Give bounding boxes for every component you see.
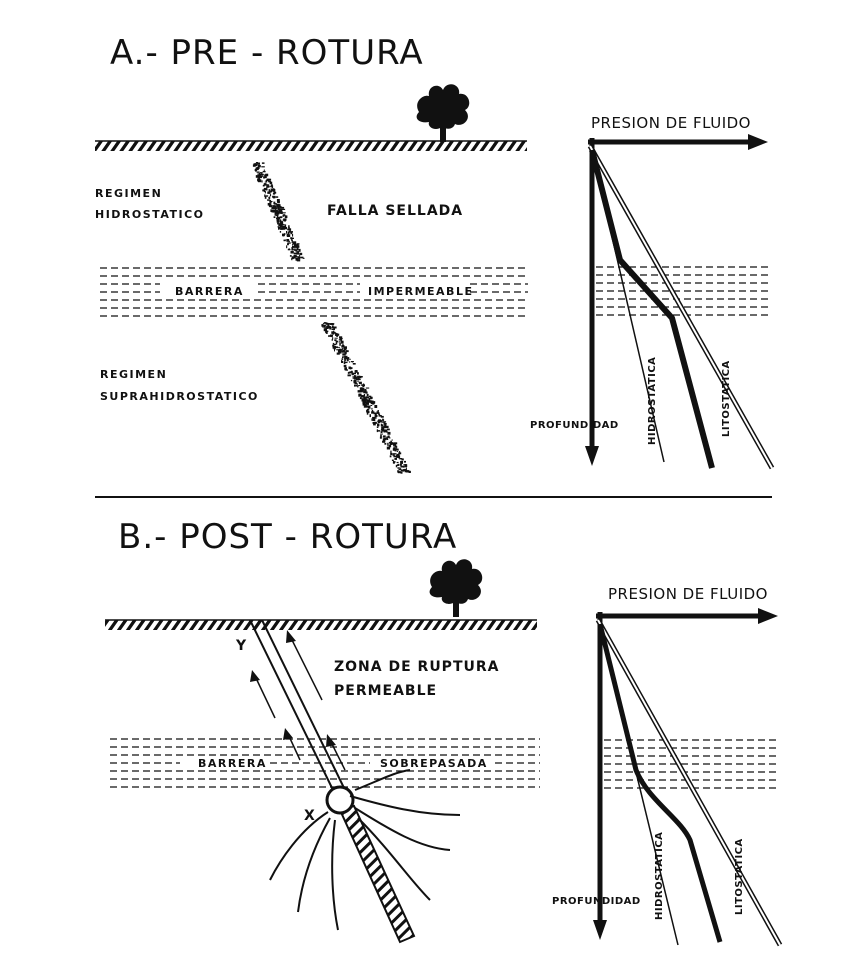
rupture-point-x [325,785,355,815]
barrier-right-label-b: SOBREPASADA [380,757,488,770]
fault-label: FALLA SELLADA [327,203,463,219]
graph-a-x-label: PRESION DE FLUIDO [591,114,751,132]
ground-surface-a [95,141,527,151]
panel-b-title: B.- POST - ROTURA [118,517,457,557]
panel-a-title: A.- PRE - ROTURA [110,33,424,73]
graph-a-fluid-pressure-curve [589,149,715,469]
flow-lines [269,769,461,931]
graph-a-y-arrow-icon [585,446,599,466]
graph-a-x-arrow-icon [748,134,768,150]
graph-b-y-label: PROFUNDIDAD [552,896,641,907]
barrier-left-label-b: BARRERA [198,757,267,770]
point-x-label: X [304,808,316,824]
graph-b-x-label: PRESION DE FLUIDO [608,585,768,603]
graph-b-x-arrow-icon [758,608,778,624]
flow-arrows [250,630,346,771]
ground-surface-b [105,620,537,630]
graph-b-hydro-label: HIDROSTATICA [654,832,665,920]
zone-label-line1: ZONA DE RUPTURA [334,659,499,675]
graph-a-hydro-label: HIDROSTATICA [647,357,658,445]
sealed-fault-upper [252,162,305,262]
panel-a: A.- PRE - ROTURA [95,33,775,474]
pressure-graph-a: PRESION DE FLUIDO PROFUNDIDAD HIDROSTATI… [530,114,775,470]
lower-regime-line1: REGIMEN [100,368,167,381]
graph-a-y-label: PROFUNDIDAD [530,420,619,431]
rupture-zone [249,619,347,793]
upper-regime-line2: HIDROSTATICO [95,208,205,221]
graph-b-litho-label: LITOSTATICA [734,838,745,915]
barrier-left-label: BARRERA [175,285,244,298]
graph-a-litho-label: LITOSTATICA [721,360,732,437]
graph-b-y-arrow-icon [593,920,607,940]
barrier-right-label: IMPERMEABLE [368,285,473,298]
sealed-fault-b [338,804,416,944]
sealed-fault-lower [321,322,411,474]
barrier-layer-a [100,267,528,317]
tree-icon [429,559,483,617]
point-y-label: Y [235,638,247,654]
tree-icon [416,84,470,142]
panel-b: B.- POST - ROTURA [105,517,783,947]
pressure-graph-b: PRESION DE FLUIDO PROFUNDIDAD HIDROSTATI… [552,585,783,947]
upper-regime-line1: REGIMEN [95,187,162,200]
lower-regime-line2: SUPRAHIDROSTATICO [100,390,259,403]
graph-b-fluid-pressure-curve [597,623,723,943]
zone-label-line2: PERMEABLE [334,683,437,699]
